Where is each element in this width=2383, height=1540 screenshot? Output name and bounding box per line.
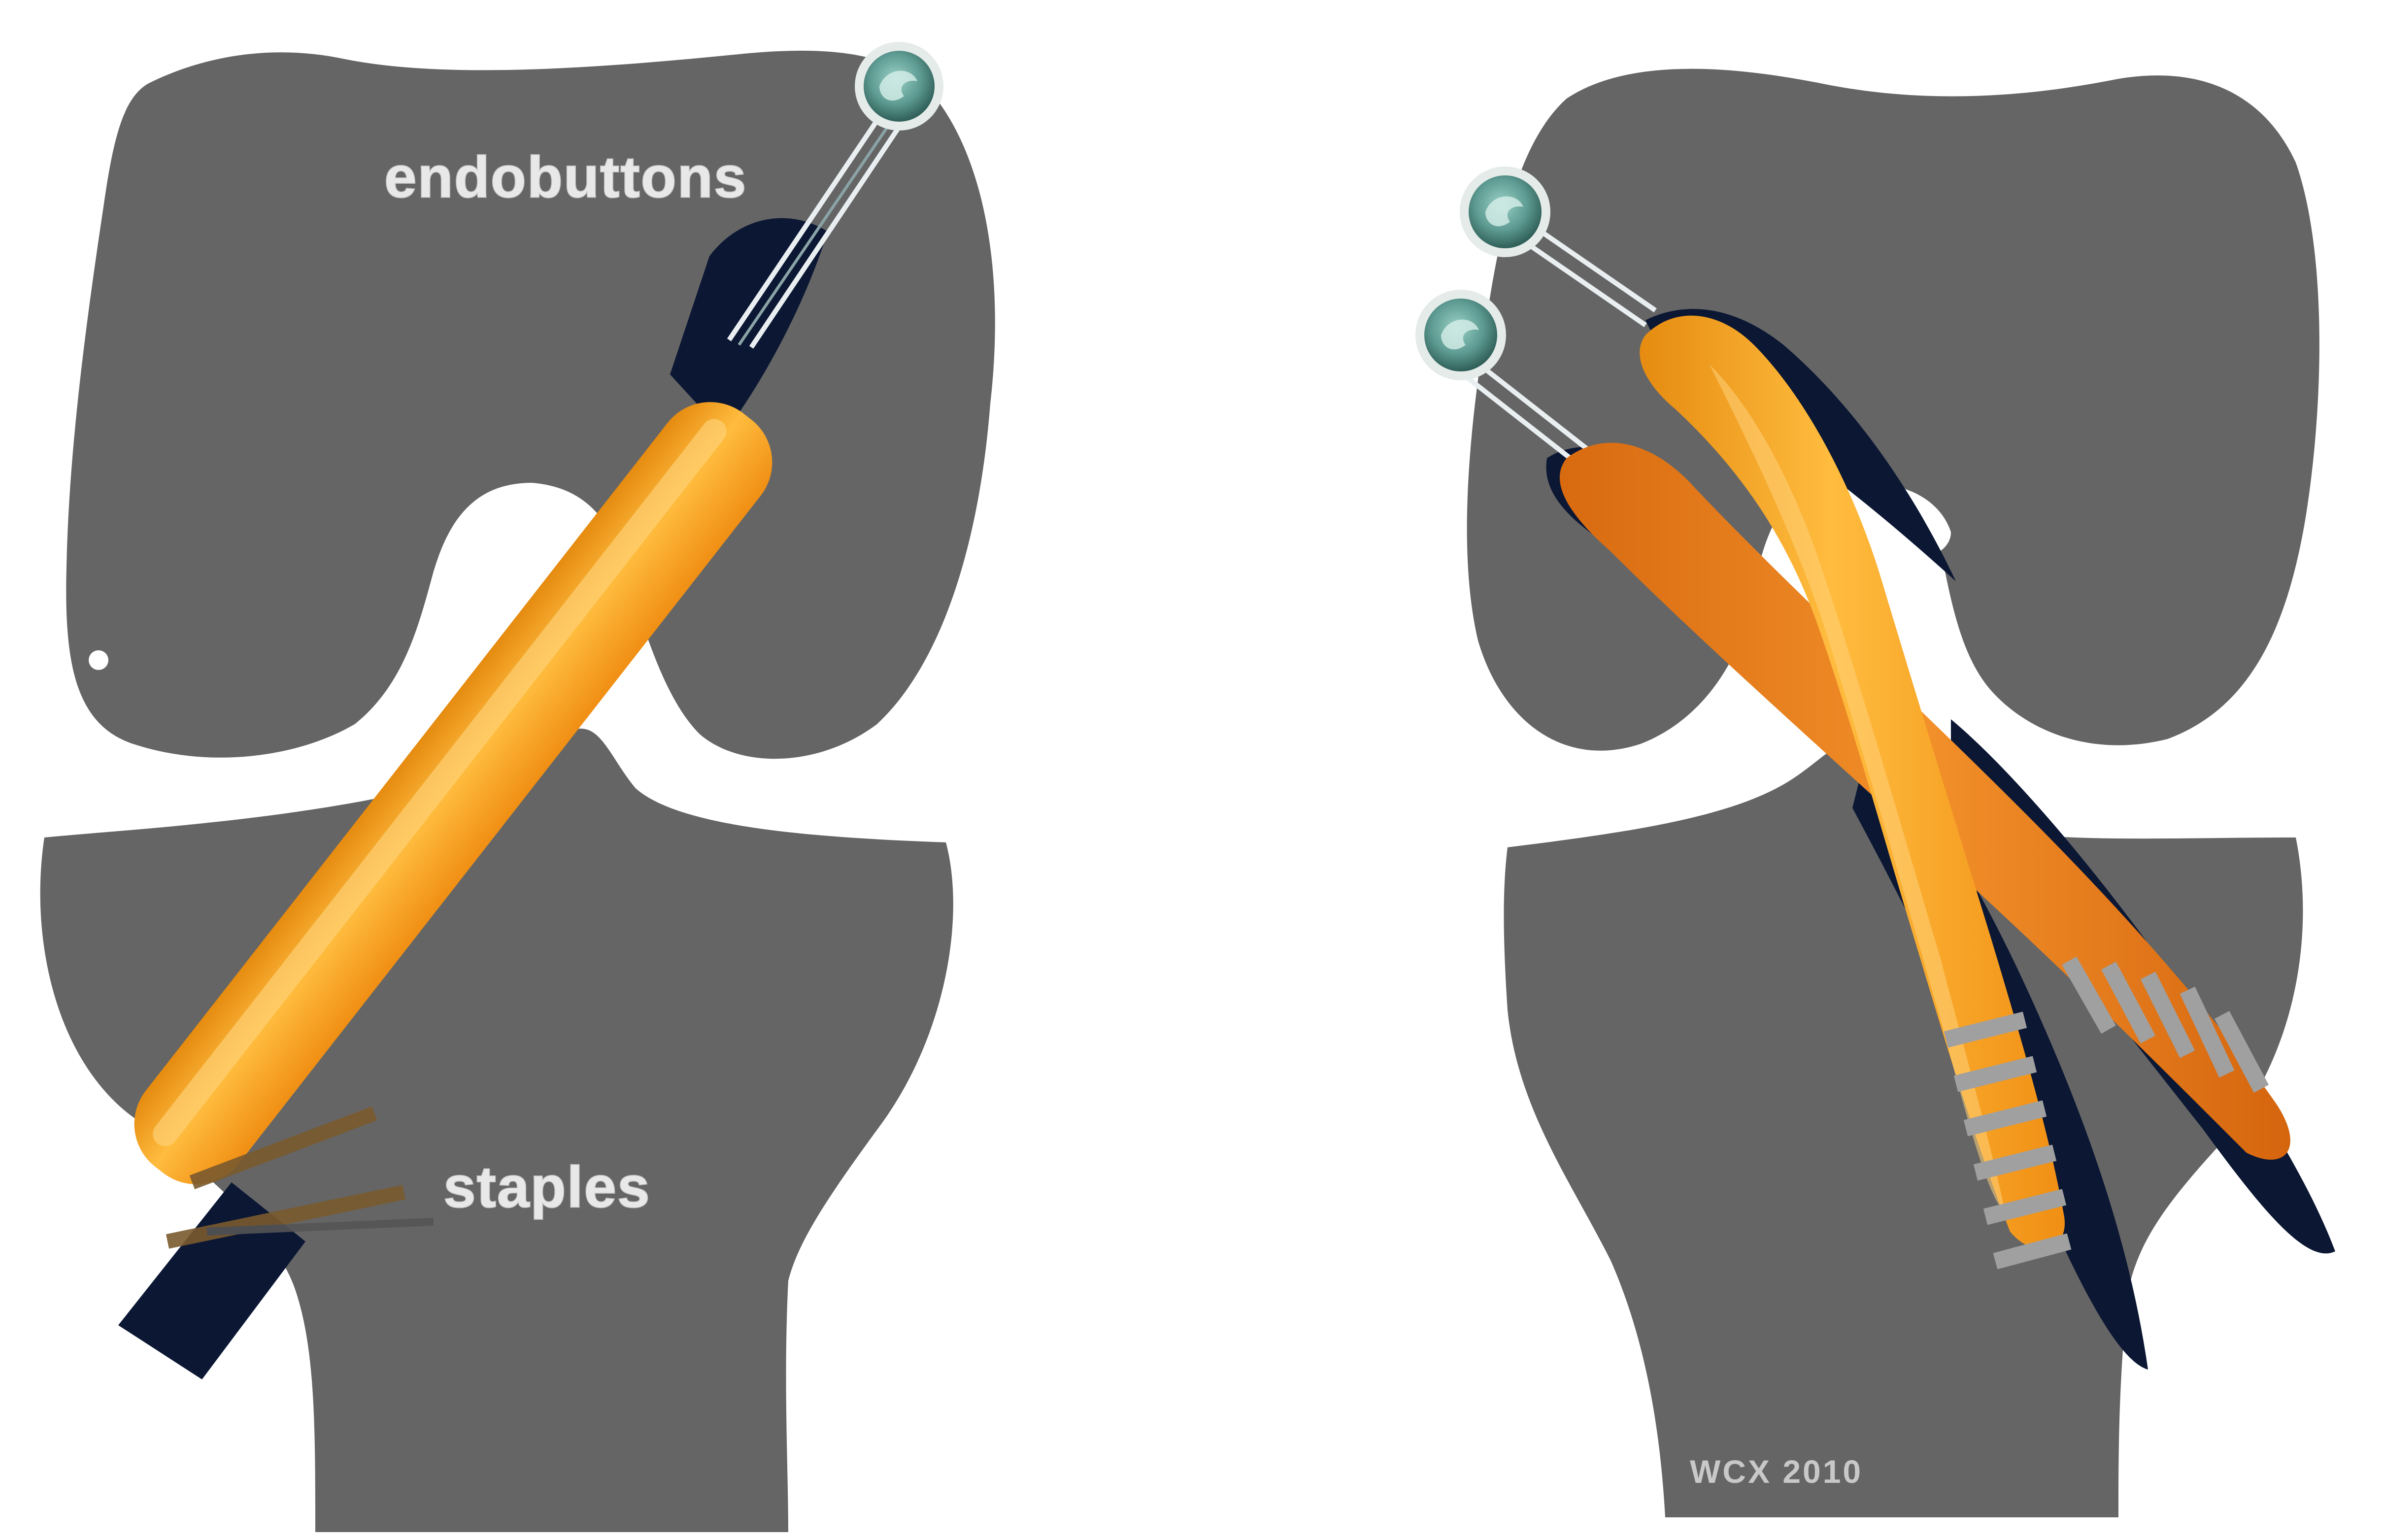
- endobutton-icon: [1460, 167, 1550, 257]
- endobutton-icon: [1415, 290, 1506, 380]
- label-staples: staples: [443, 1155, 651, 1220]
- panel-single-bundle: endobuttons staples: [40, 42, 995, 1532]
- copyright-label: WCX 2010: [1690, 1453, 1863, 1490]
- panel-double-bundle: WCX 2010: [1415, 69, 2335, 1517]
- femur-marker-dot: [89, 650, 108, 670]
- endobutton-icon: [855, 42, 943, 131]
- label-endobuttons: endobuttons: [384, 145, 747, 210]
